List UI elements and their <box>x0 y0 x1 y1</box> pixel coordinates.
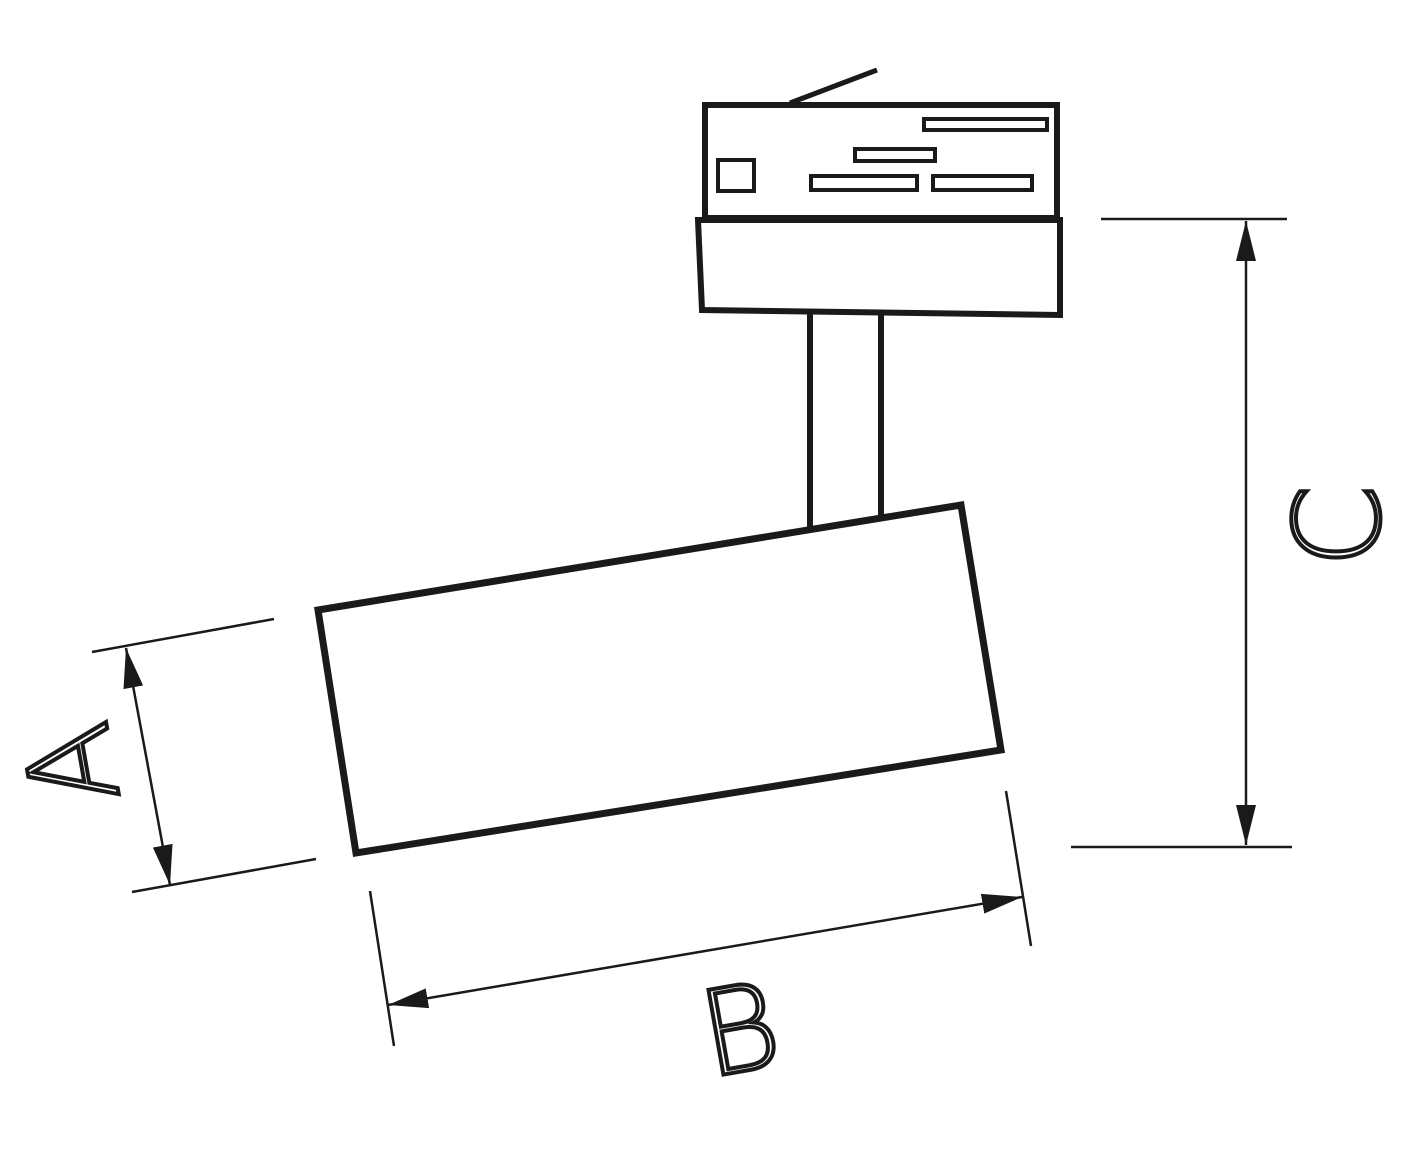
spotlight-stem <box>807 314 884 528</box>
dimension-b-extension-right <box>1004 790 1033 947</box>
dimension-b-arrow <box>387 893 1023 1009</box>
adapter-lever <box>789 67 878 106</box>
adapter-slot-bottom-right <box>931 174 1034 192</box>
dimension-c <box>1071 217 1292 849</box>
adapter-base <box>694 217 1063 319</box>
dimension-a <box>91 617 317 894</box>
dimension-a-extension-bottom <box>131 857 317 894</box>
adapter-slot-bottom-left <box>809 174 919 192</box>
dimension-b-label: B <box>690 955 790 1104</box>
adapter-slot-top <box>922 117 1049 132</box>
dimension-a-extension-top <box>91 617 275 654</box>
dimension-a-arrow <box>123 647 173 886</box>
spotlight-head <box>314 500 1006 858</box>
dimension-c-label: C <box>1269 485 1407 567</box>
adapter-square-slot <box>716 158 756 193</box>
dimension-a-label: A <box>0 713 147 816</box>
track-adapter <box>694 67 1063 319</box>
adapter-slot-middle <box>853 147 937 163</box>
dimension-b <box>368 790 1033 1047</box>
dimension-b-extension-left <box>368 890 396 1047</box>
